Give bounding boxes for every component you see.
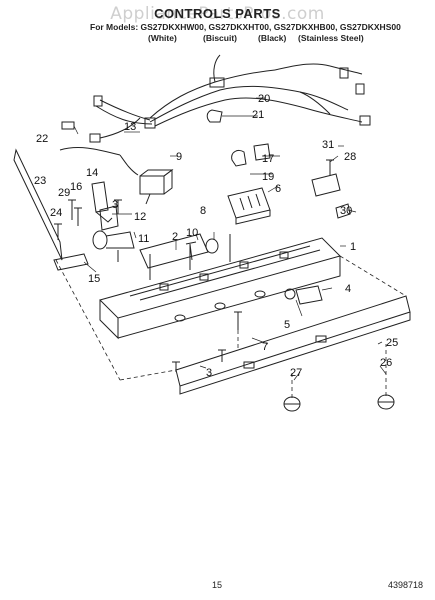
page-number: 15 xyxy=(212,580,223,590)
bracket-14 xyxy=(91,181,109,213)
screw-7 xyxy=(234,311,242,330)
screws-left xyxy=(54,199,82,240)
callout-30: 30 xyxy=(340,205,352,217)
callout-22: 22 xyxy=(36,133,48,145)
thermostat xyxy=(92,230,135,262)
callout-28: 28 xyxy=(344,151,356,163)
color-white: (White) xyxy=(148,33,177,43)
clip-30 xyxy=(335,203,351,219)
color-stainless: (Stainless Steel) xyxy=(298,33,364,43)
control-board xyxy=(227,187,271,225)
color-black: (Black) xyxy=(258,33,287,43)
light-socket xyxy=(253,143,271,161)
callout-7: 7 xyxy=(262,341,268,353)
callout-12: 12 xyxy=(134,211,146,223)
side-bracket xyxy=(13,148,63,261)
color-biscuit: (Biscuit) xyxy=(203,33,237,43)
callout-16: 16 xyxy=(70,181,82,193)
grommet xyxy=(205,238,219,254)
callout-14: 14 xyxy=(86,167,98,179)
callout-9: 9 xyxy=(176,151,182,163)
screw-3b xyxy=(218,349,226,362)
wire-harness xyxy=(89,54,371,143)
callout-29: 29 xyxy=(58,187,70,199)
callout-3b: 3 xyxy=(206,367,212,379)
plate-12 xyxy=(99,205,119,231)
callout-23: 23 xyxy=(34,175,46,187)
sub-housing xyxy=(139,233,209,269)
callout-27: 27 xyxy=(290,367,302,379)
callout-19: 19 xyxy=(262,171,274,183)
callout-labels: 1 2 3 3 4 5 6 7 8 9 10 11 12 13 14 15 16… xyxy=(34,93,398,379)
diagram-title: CONTROLS PARTS xyxy=(154,6,281,21)
models-line: For Models: GS27DKXHW00, GS27DKXHT00, GS… xyxy=(90,22,401,32)
fitting-5 xyxy=(284,288,296,300)
callout-17: 17 xyxy=(262,153,274,165)
callout-3a: 3 xyxy=(112,199,118,211)
front-panel xyxy=(175,295,411,395)
control-housing xyxy=(99,234,341,340)
tube xyxy=(59,147,121,156)
sensor-15 xyxy=(53,253,89,271)
callout-2: 2 xyxy=(172,231,178,243)
callout-31: 31 xyxy=(322,139,334,151)
callout-24: 24 xyxy=(50,207,62,219)
light-bulb xyxy=(231,149,247,167)
callout-8: 8 xyxy=(200,205,206,217)
switch xyxy=(139,169,174,205)
callout-15: 15 xyxy=(88,273,100,285)
callout-11: 11 xyxy=(138,233,149,245)
document-number: 4398718 xyxy=(388,580,424,590)
callout-21: 21 xyxy=(252,109,264,121)
callout-26: 26 xyxy=(380,357,392,369)
callout-20: 20 xyxy=(258,93,270,105)
callout-25: 25 xyxy=(386,337,398,349)
wire-clip xyxy=(206,109,223,123)
callout-10: 10 xyxy=(186,227,198,239)
callout-6: 6 xyxy=(275,183,281,195)
callout-4: 4 xyxy=(345,283,351,295)
callout-5: 5 xyxy=(284,319,290,331)
callout-13: 13 xyxy=(124,121,136,133)
screw-3c xyxy=(114,199,122,214)
screw-10 xyxy=(185,241,197,261)
watermark: AppliancePartsPros.com xyxy=(110,4,325,24)
callout-1: 1 xyxy=(350,241,356,253)
screw-28 xyxy=(326,159,334,176)
small-clip xyxy=(61,121,75,130)
fitting-4 xyxy=(295,285,323,305)
switch-31 xyxy=(311,173,341,197)
